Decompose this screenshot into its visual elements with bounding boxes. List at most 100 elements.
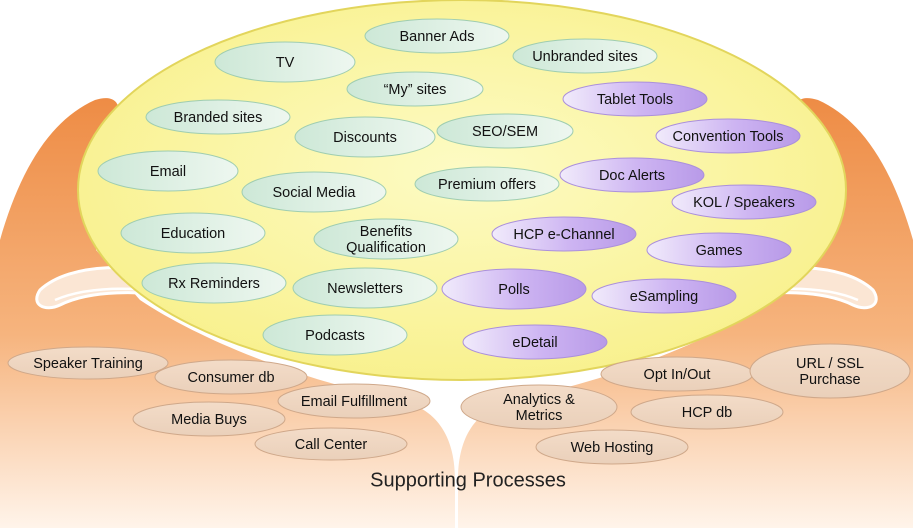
- plate-item-bubble: [562, 81, 708, 117]
- plate-item-branded-sites: Branded sites: [145, 99, 291, 135]
- plate-item-bubble: [646, 232, 792, 268]
- plate-item-esampling: eSampling: [591, 278, 737, 314]
- process-item-label: HCP db: [682, 405, 733, 421]
- plate-item-label: Qualification: [346, 240, 426, 256]
- footer-label: Supporting Processes: [370, 469, 566, 491]
- plate-item-label: Benefits: [360, 224, 412, 240]
- plate-item-label: TV: [276, 55, 295, 71]
- plate-item-bubble: [97, 150, 239, 192]
- process-item-bubble: [535, 429, 689, 465]
- plate-item-bubble: [313, 218, 459, 260]
- process-item-label: Consumer db: [187, 370, 274, 386]
- plate-item-label: Tablet Tools: [597, 92, 673, 108]
- plate-item-bubble: [214, 41, 356, 83]
- plate-item-label: eSampling: [630, 289, 699, 305]
- process-item-label: Email Fulfillment: [301, 394, 407, 410]
- process-item-hcp-db: HCP db: [630, 394, 784, 430]
- plate-item-label: Games: [696, 243, 743, 259]
- plate-item-bubble: [346, 71, 484, 107]
- plate-item-podcasts: Podcasts: [262, 314, 408, 356]
- plate-item-kol-speakers: KOL / Speakers: [671, 184, 817, 220]
- plate-item-label: Rx Reminders: [168, 276, 260, 292]
- plate-item-label: Premium offers: [438, 177, 536, 193]
- plate-item-unbranded-sites: Unbranded sites: [512, 38, 658, 74]
- plate-item-education: Education: [120, 212, 266, 254]
- process-item-bubble: [630, 394, 784, 430]
- plate-item-bubble: [559, 157, 705, 193]
- process-item-label: URL / SSL: [796, 356, 864, 372]
- process-item-bubble: [154, 359, 308, 395]
- plate-item-bubble: [491, 216, 637, 252]
- plate-item-label: Unbranded sites: [532, 49, 638, 65]
- process-item-call-center: Call Center: [254, 427, 408, 461]
- plate-item-bubble: [512, 38, 658, 74]
- plate-item-games: Games: [646, 232, 792, 268]
- process-item-bubble: [132, 401, 286, 437]
- plate-item-bubble: [441, 268, 587, 310]
- plate-item-label: HCP e-Channel: [513, 227, 614, 243]
- process-item-bubble: [7, 346, 169, 380]
- process-item-bubble: [749, 343, 911, 399]
- process-item-label: Analytics &: [503, 392, 575, 408]
- process-item-speaker-training: Speaker Training: [7, 346, 169, 380]
- plate-item-bubble: [292, 267, 438, 309]
- plate-item-bubble: [462, 324, 608, 360]
- process-item-web-hosting: Web Hosting: [535, 429, 689, 465]
- plate-item-bubble: [262, 314, 408, 356]
- process-item-label: Metrics: [516, 408, 563, 424]
- process-item-label: Speaker Training: [33, 356, 143, 372]
- plate-item-label: KOL / Speakers: [693, 195, 795, 211]
- plate-item-label: Social Media: [272, 185, 356, 201]
- plate-item-bubble: [241, 171, 387, 213]
- process-item-label: Purchase: [799, 372, 860, 388]
- plate-item-polls: Polls: [441, 268, 587, 310]
- plate-item-edetail: eDetail: [462, 324, 608, 360]
- plate-item-label: Discounts: [333, 130, 397, 146]
- plate-item-label: Podcasts: [305, 328, 365, 344]
- plate-item-tv: TV: [214, 41, 356, 83]
- plate-item-doc-alerts: Doc Alerts: [559, 157, 705, 193]
- plate-item-seo-sem: SEO/SEM: [436, 113, 574, 149]
- process-item-analytics-metrics: Analytics &Metrics: [460, 384, 618, 430]
- plate-item-my-sites: “My” sites: [346, 71, 484, 107]
- plate-item-convention-tools: Convention Tools: [655, 118, 801, 154]
- plate-item-label: Education: [161, 226, 226, 242]
- plate-item-bubble: [120, 212, 266, 254]
- plate-item-tablet-tools: Tablet Tools: [562, 81, 708, 117]
- plate-item-premium-offers: Premium offers: [414, 166, 560, 202]
- plate-item-bubble: [414, 166, 560, 202]
- plate-item-bubble: [294, 116, 436, 158]
- process-item-email-fulfillment: Email Fulfillment: [277, 383, 431, 419]
- process-item-opt-in-out: Opt In/Out: [600, 356, 754, 392]
- plate-item-label: eDetail: [512, 335, 557, 351]
- plate-item-label: Convention Tools: [673, 129, 784, 145]
- plate-item-newsletters: Newsletters: [292, 267, 438, 309]
- plate-item-bubble: [141, 262, 287, 304]
- plate-item-bubble: [591, 278, 737, 314]
- plate-item-social-media: Social Media: [241, 171, 387, 213]
- process-item-bubble: [254, 427, 408, 461]
- process-item-label: Call Center: [295, 437, 368, 453]
- process-item-label: Media Buys: [171, 412, 247, 428]
- plate-item-rx-reminders: Rx Reminders: [141, 262, 287, 304]
- plate-item-bubble: [436, 113, 574, 149]
- process-item-bubble: [277, 383, 431, 419]
- plate-item-bubble: [655, 118, 801, 154]
- plate-item-label: Newsletters: [327, 281, 403, 297]
- plate-item-banner-ads: Banner Ads: [364, 18, 510, 54]
- plate-item-bubble: [145, 99, 291, 135]
- plate-item-label: Banner Ads: [400, 29, 475, 45]
- plate-item-label: Email: [150, 164, 186, 180]
- plate-item-hcp-e-channel: HCP e-Channel: [491, 216, 637, 252]
- plate-item-label: Branded sites: [174, 110, 263, 126]
- plate-item-label: Polls: [498, 282, 529, 298]
- plate-item-label: Doc Alerts: [599, 168, 665, 184]
- plate-item-bubble: [671, 184, 817, 220]
- process-item-consumer-db: Consumer db: [154, 359, 308, 395]
- process-item-media-buys: Media Buys: [132, 401, 286, 437]
- process-item-bubble: [460, 384, 618, 430]
- plate-item-label: SEO/SEM: [472, 124, 538, 140]
